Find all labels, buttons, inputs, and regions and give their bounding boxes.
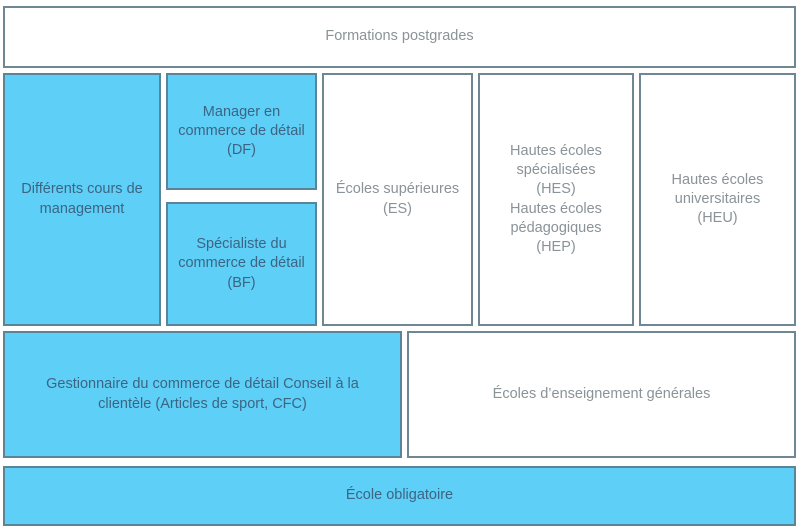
box-label-specialiste-du-commerce-de-detail-bf: Spécialiste du commerce de détail (BF): [178, 236, 305, 291]
box-ecoles-superieures-es: Écoles supérieures (ES): [322, 73, 473, 326]
box-hautes-ecoles-universitaires-heu: Hautes écoles universitaires (HEU): [639, 73, 796, 326]
box-label-manager-en-commerce-de-detail-df: Manager en commerce de détail (DF): [178, 103, 305, 159]
box-label-hautes-ecoles-specialisees-hes-pedagogiques-hep: Hautes écoles spécialisées (HES) Hautes …: [510, 142, 602, 256]
box-hautes-ecoles-specialisees-hes-pedagogiques-hep: Hautes écoles spécialisées (HES) Hautes …: [478, 73, 634, 326]
box-label-ecole-obligatoire: École obligatoire: [345, 487, 454, 504]
box-ecole-obligatoire: École obligatoire: [3, 466, 796, 526]
box-manager-en-commerce-de-detail-df: Manager en commerce de détail (DF): [166, 73, 317, 190]
box-label-gestionnaire-du-commerce-de-detail-cfc: Gestionnaire du commerce de détail Conse…: [46, 376, 359, 412]
box-formations-postgrades: Formations postgrades: [3, 6, 796, 68]
box-differents-cours-de-management: Différents cours de management: [3, 73, 161, 326]
box-label-ecoles-d-enseignement-generales: Écoles d’enseignement générales: [492, 385, 711, 402]
box-label-formations-postgrades: Formations postgrades: [325, 28, 474, 45]
box-ecoles-d-enseignement-generales: Écoles d’enseignement générales: [407, 331, 796, 458]
box-specialiste-du-commerce-de-detail-bf: Spécialiste du commerce de détail (BF): [166, 202, 317, 326]
box-label-hautes-ecoles-universitaires-heu: Hautes écoles universitaires (HEU): [671, 171, 764, 227]
box-gestionnaire-du-commerce-de-detail-cfc: Gestionnaire du commerce de détail Conse…: [3, 331, 402, 458]
box-label-differents-cours-de-management: Différents cours de management: [21, 181, 143, 217]
box-label-ecoles-superieures-es: Écoles supérieures (ES): [335, 181, 460, 217]
